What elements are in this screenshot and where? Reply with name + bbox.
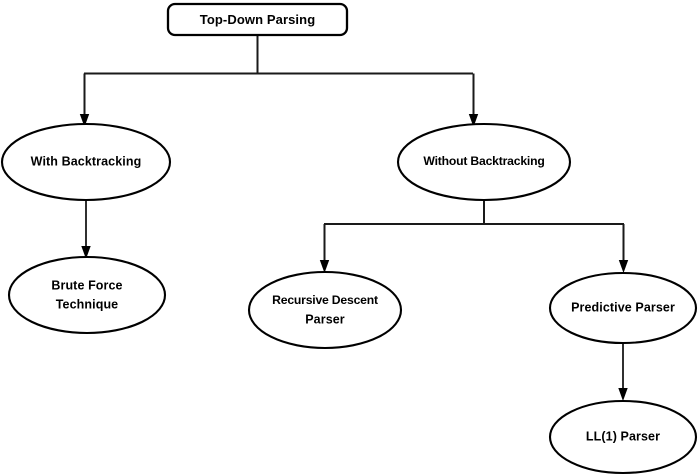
node-without-backtracking[interactable]: Without Backtracking <box>396 122 572 202</box>
arrow-head-with-backtracking <box>79 114 90 127</box>
node-brute-force-technique-label-line1: Brute Force <box>51 278 122 292</box>
node-predictive-parser-shape <box>548 271 698 345</box>
node-ll1-parser[interactable]: LL(1) Parser <box>548 399 698 475</box>
node-without-backtracking-shape <box>396 122 572 202</box>
arrow-head-without-backtracking <box>468 114 479 127</box>
node-without-backtracking-label: Without Backtracking <box>423 154 544 168</box>
node-recursive-descent-parser[interactable]: Recursive Descent Parser <box>247 270 403 350</box>
node-with-backtracking-label: With Backtracking <box>31 154 142 168</box>
node-ll1-parser-shape <box>548 399 698 475</box>
arrow-head-predictive-parser <box>618 260 629 273</box>
edge-with-backtracking-to-brute-force <box>81 200 91 259</box>
node-with-backtracking-shape <box>0 122 172 202</box>
node-brute-force-technique-label-line2: Technique <box>56 297 118 311</box>
arrow-head-ll1-parser <box>618 388 628 401</box>
node-recursive-descent-parser-shape <box>247 270 403 350</box>
node-brute-force-technique[interactable]: Brute Force Technique <box>7 255 167 335</box>
arrow-head-brute-force <box>81 246 91 259</box>
node-top-down-parsing-label: Top-Down Parsing <box>200 12 315 27</box>
node-recursive-descent-parser-label-line2: Parser <box>305 312 345 326</box>
node-ll1-parser-label: LL(1) Parser <box>586 429 660 443</box>
node-recursive-descent-parser-label-line1: Recursive Descent <box>272 293 378 307</box>
arrow-head-recursive-descent <box>319 260 330 273</box>
node-top-down-parsing[interactable]: Top-Down Parsing <box>166 2 349 37</box>
node-brute-force-technique-shape <box>7 255 167 335</box>
node-top-down-parsing-shape <box>166 2 349 37</box>
node-predictive-parser-label: Predictive Parser <box>571 300 675 314</box>
edge-root-to-children <box>79 35 479 127</box>
edge-without-backtracking-to-children <box>319 200 629 273</box>
edge-predictive-to-ll1 <box>618 343 628 401</box>
node-with-backtracking[interactable]: With Backtracking <box>0 122 172 202</box>
node-predictive-parser[interactable]: Predictive Parser <box>548 271 698 345</box>
